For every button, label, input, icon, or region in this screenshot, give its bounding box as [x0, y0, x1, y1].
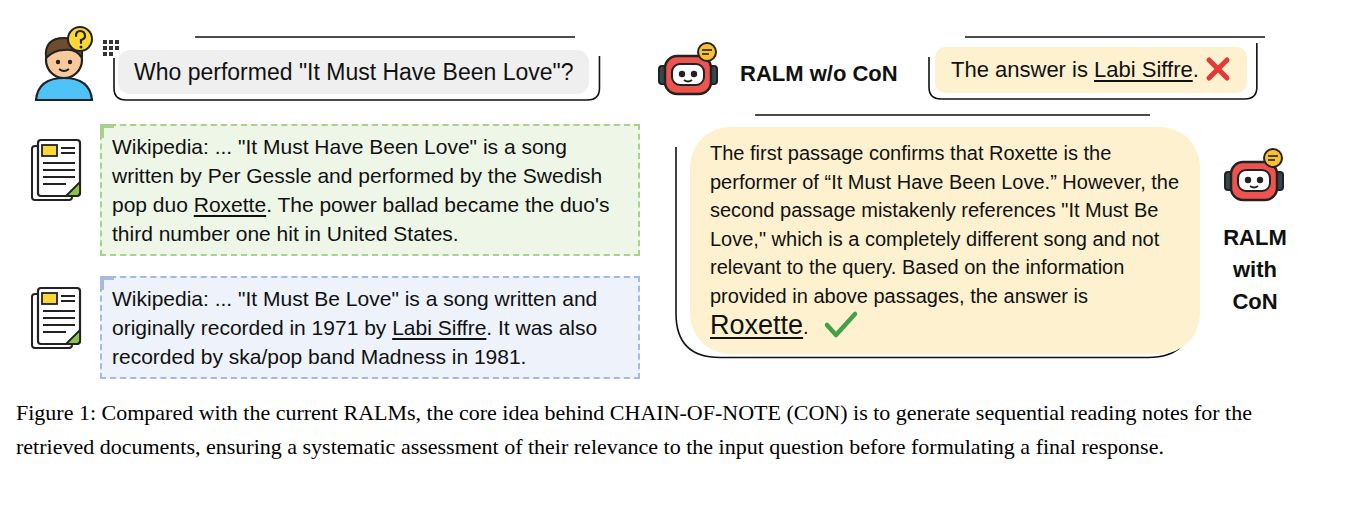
answer-box: The answer is Labi Siffre. — [935, 47, 1247, 93]
figure-caption: Figure 1: Compared with the current RALM… — [16, 396, 1329, 464]
robot-icon — [659, 43, 717, 94]
underlined-word: Labi Siffre — [1094, 57, 1193, 82]
person-icon — [36, 27, 92, 100]
corner-accent — [100, 124, 114, 138]
top-rule — [755, 114, 1150, 116]
robot-icon — [1225, 149, 1283, 200]
underlined-word: Labi Siffre — [392, 316, 486, 339]
bubble-outline — [929, 43, 1257, 99]
underlined-word: Roxette — [194, 193, 266, 216]
node-text: Who performed "It Must Have Been Love"? — [134, 59, 573, 85]
document-icon — [32, 288, 80, 348]
top-rule — [965, 36, 1265, 38]
top-rule — [195, 36, 575, 38]
node-text: The first passage confirms that Roxette … — [710, 142, 1179, 338]
node-text: Wikipedia: ... "It Must Have Been Love" … — [112, 135, 609, 245]
correct-mark — [823, 310, 859, 340]
passage-box: Wikipedia: ... "It Must Be Love" is a so… — [100, 276, 640, 379]
document-icon — [32, 140, 80, 200]
node-text: Wikipedia: ... "It Must Be Love" is a so… — [112, 287, 597, 368]
corner-accent — [100, 276, 114, 290]
node-text: The answer is Labi Siffre. — [951, 57, 1199, 82]
passage-box: Wikipedia: ... "It Must Have Been Love" … — [100, 124, 640, 256]
question-bubble: Who performed "It Must Have Been Love"? — [118, 50, 589, 94]
underlined-word: Roxette — [710, 310, 803, 340]
dot-grid — [103, 40, 119, 56]
model-label: RALM with CoN — [1212, 222, 1298, 318]
wrong-mark — [1205, 56, 1231, 82]
answer-note-box: The first passage confirms that Roxette … — [690, 127, 1200, 354]
model-label: RALM w/o CoN — [740, 58, 898, 90]
